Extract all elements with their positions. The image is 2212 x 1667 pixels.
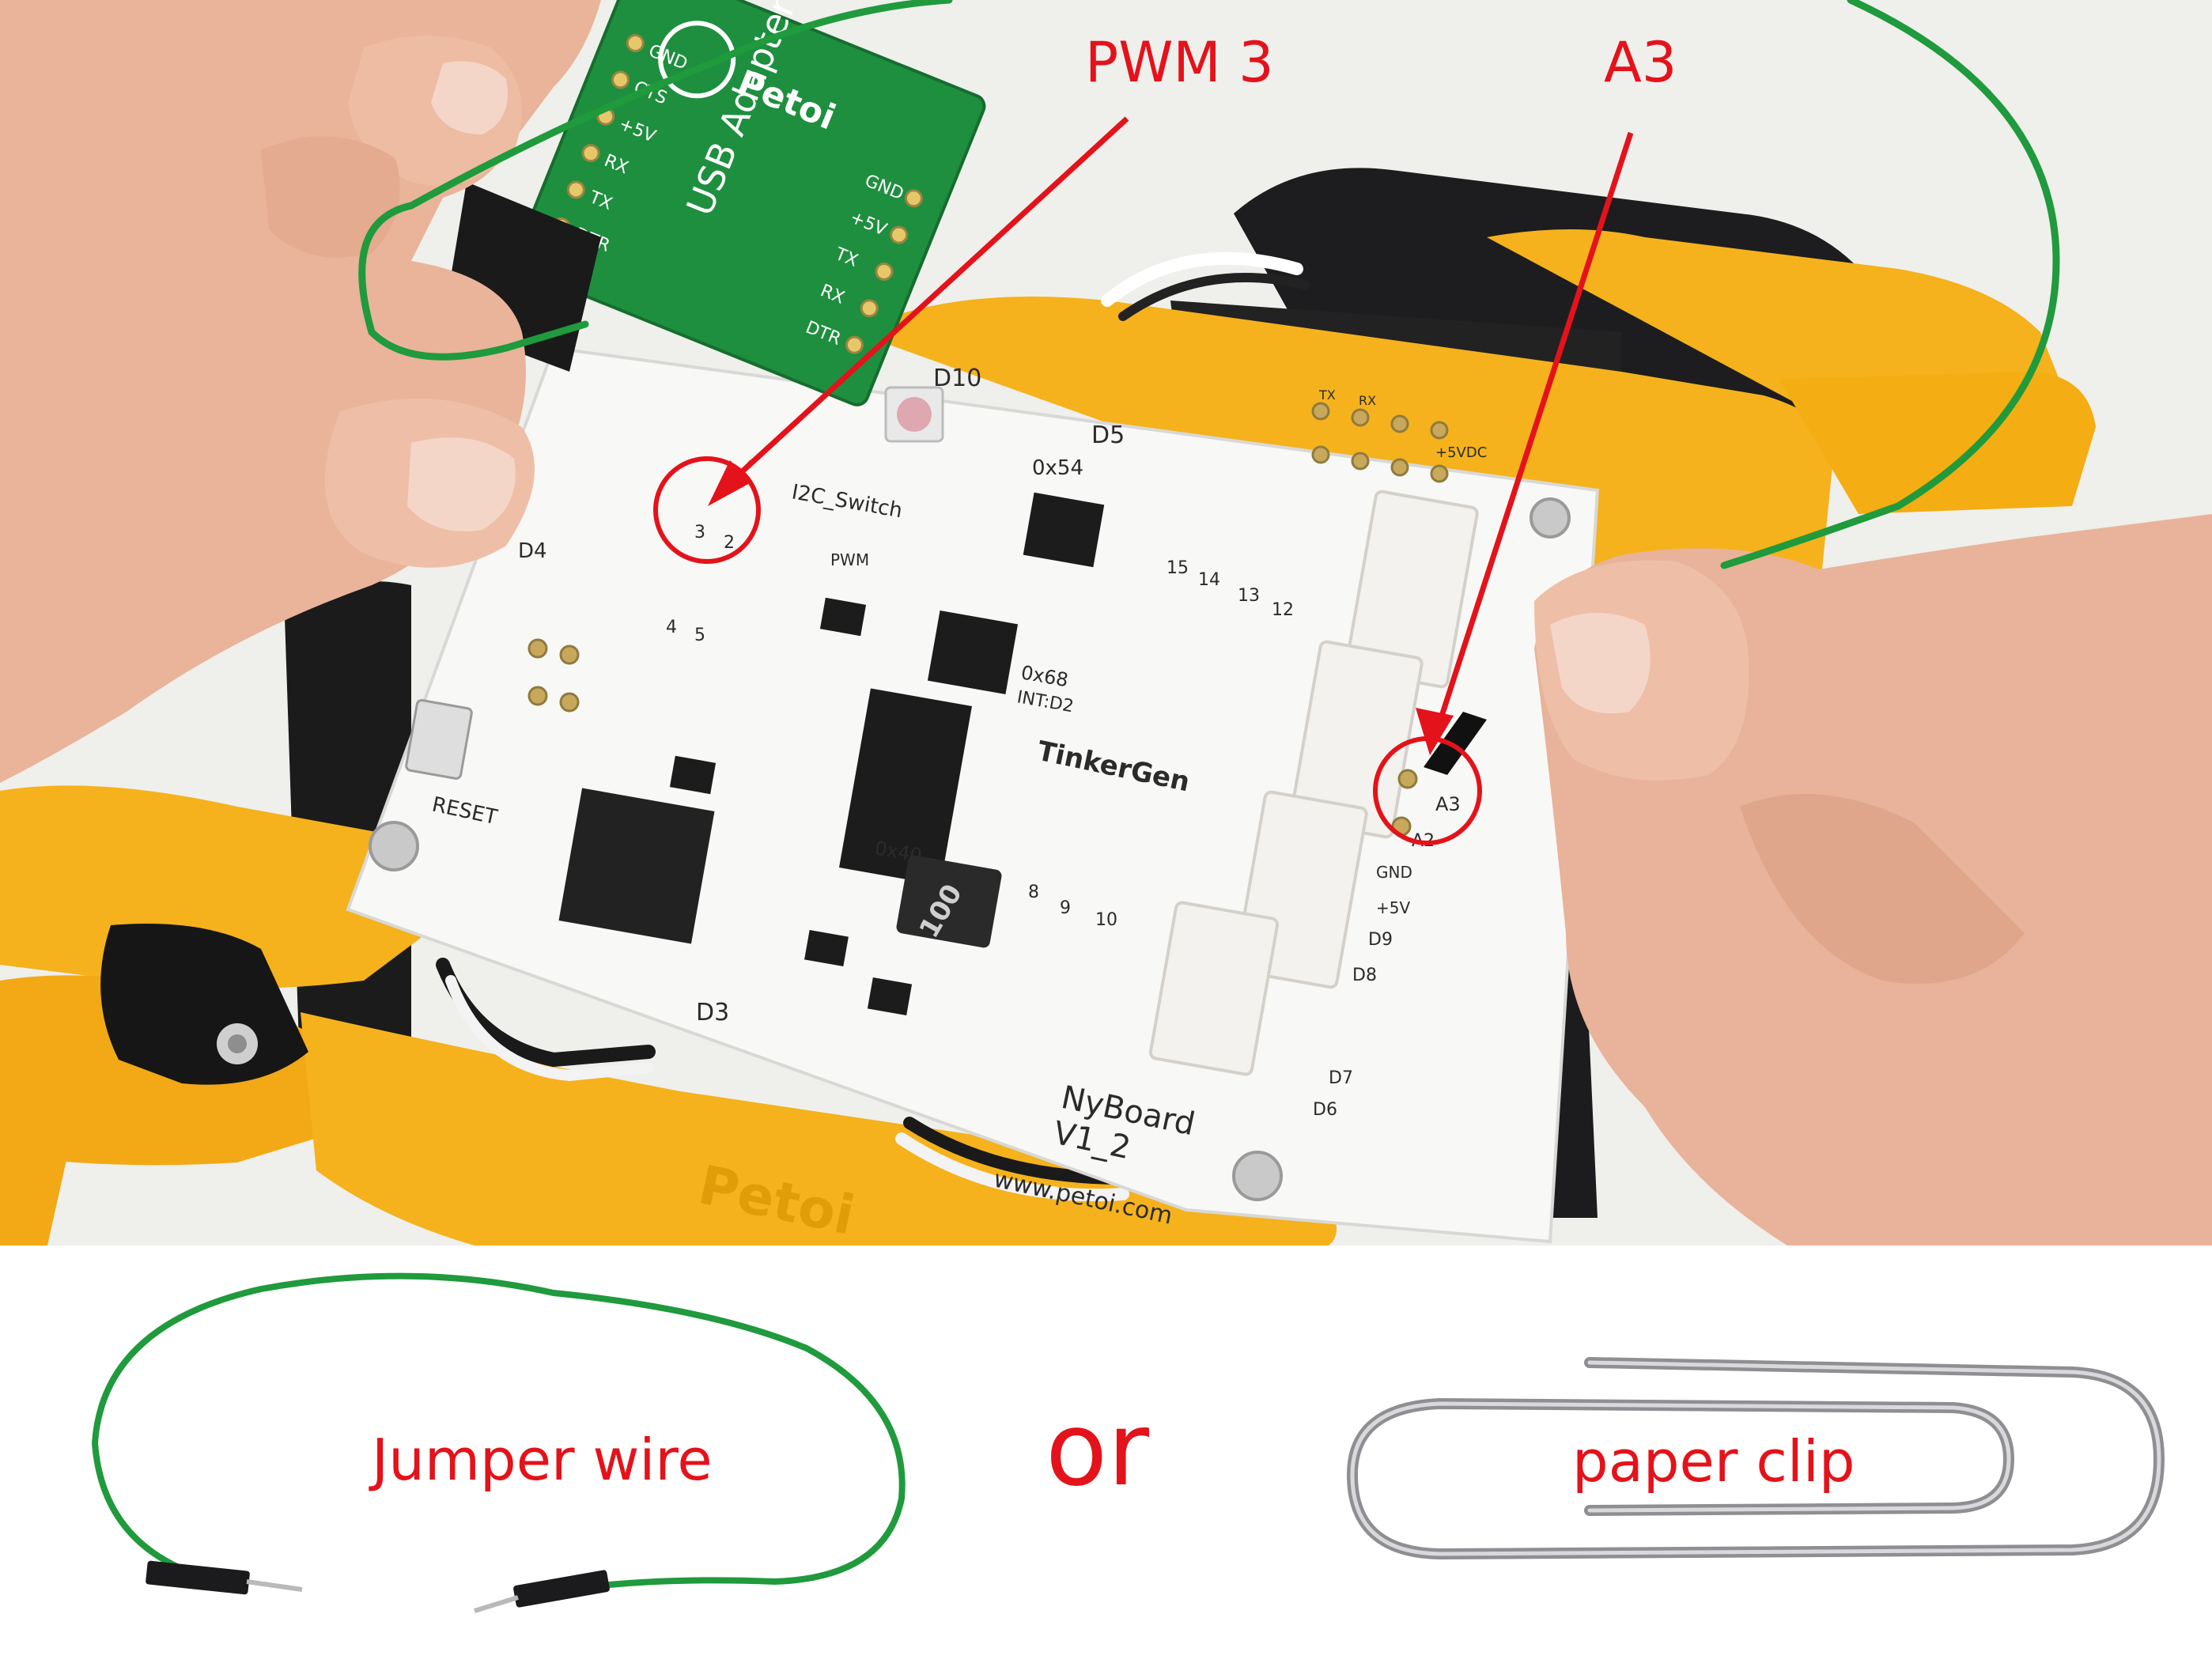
svg-text:13: 13 [1238,586,1260,606]
mcu-chip [558,788,715,944]
or-label: or [1046,1391,1149,1509]
svg-text:10: 10 [1095,910,1117,930]
pin-d8: D8 [1352,966,1377,985]
robot-body-yellow: Petoi [0,229,2096,1246]
paper-clip-drawing [1346,1357,2165,1560]
jumper-wire-drawing [91,1272,906,1589]
a3-arrow [1432,131,1634,737]
paper-clip-label: paper clip [1572,1428,1855,1495]
photo-panel: Petoi [0,0,2212,1246]
d5-label: D5 [1091,421,1125,449]
d3-label: D3 [696,999,729,1026]
pwm3-highlight-circle [653,456,761,564]
pwm-driver-chip [839,688,972,886]
pwm-silk: PWM [830,550,869,569]
screw [369,821,419,871]
a3-label: A3 [1604,30,1677,95]
header-pins [527,402,1449,837]
jumper-wire-plug-right [474,1570,610,1613]
svg-text:12: 12 [1272,600,1294,620]
svg-text:3: 3 [694,523,705,542]
pin-a3: A3 [1435,793,1461,815]
pin-d9: D9 [1368,930,1393,950]
left-hand [0,0,601,783]
gnd-label: GND [1376,863,1412,882]
imu-chip [927,610,1019,694]
plus5vdc-label: +5VDC [1435,444,1487,461]
legend-panel: Jumper wire or paper clip [0,1246,2212,1667]
inductor [896,855,1002,948]
jumper-wire-label: Jumper wire [372,1427,713,1493]
svg-text:8: 8 [1028,883,1039,902]
cable-bundles [436,251,1310,1202]
photo-wire-top [407,0,953,210]
screw [1232,1151,1283,1201]
annotation-marks [653,116,1634,845]
photo-wire-right [1720,0,2060,569]
svg-text:2: 2 [724,533,735,553]
reset-button [405,699,473,780]
pwm3-label: PWM 3 [1085,30,1274,95]
a3-jumper-plug [1424,712,1487,775]
screw [1529,497,1571,539]
pin-d7: D7 [1329,1068,1353,1088]
d10-label: D10 [933,365,981,392]
svg-text:14: 14 [1198,570,1220,590]
d4-label: D4 [518,539,547,563]
pin-d6: D6 [1313,1100,1337,1120]
photo-wire-left [358,202,589,361]
servo-clamp-left [100,924,308,1085]
a3-arrowhead [1416,708,1454,755]
legend-drawing [91,1272,2165,1613]
right-hand [1534,514,2212,1246]
addr-0x54: 0x54 [1032,456,1083,480]
photo-scene: Petoi [0,0,2212,1246]
jumper-wire-plug-left [146,1560,303,1595]
nyboard-pcb [346,346,1600,1244]
svg-text:5: 5 [694,626,705,645]
svg-text:9: 9 [1060,898,1071,918]
svg-text:4: 4 [666,618,677,637]
svg-text:15: 15 [1166,558,1189,578]
pwm3-arrow [724,116,1129,489]
rx-label: RX [1359,393,1376,408]
eeprom-chip [1023,492,1105,568]
tx-label: TX [1318,387,1336,403]
plus5v-label: +5V [1376,898,1410,917]
grove-connectors [1148,490,1479,1076]
